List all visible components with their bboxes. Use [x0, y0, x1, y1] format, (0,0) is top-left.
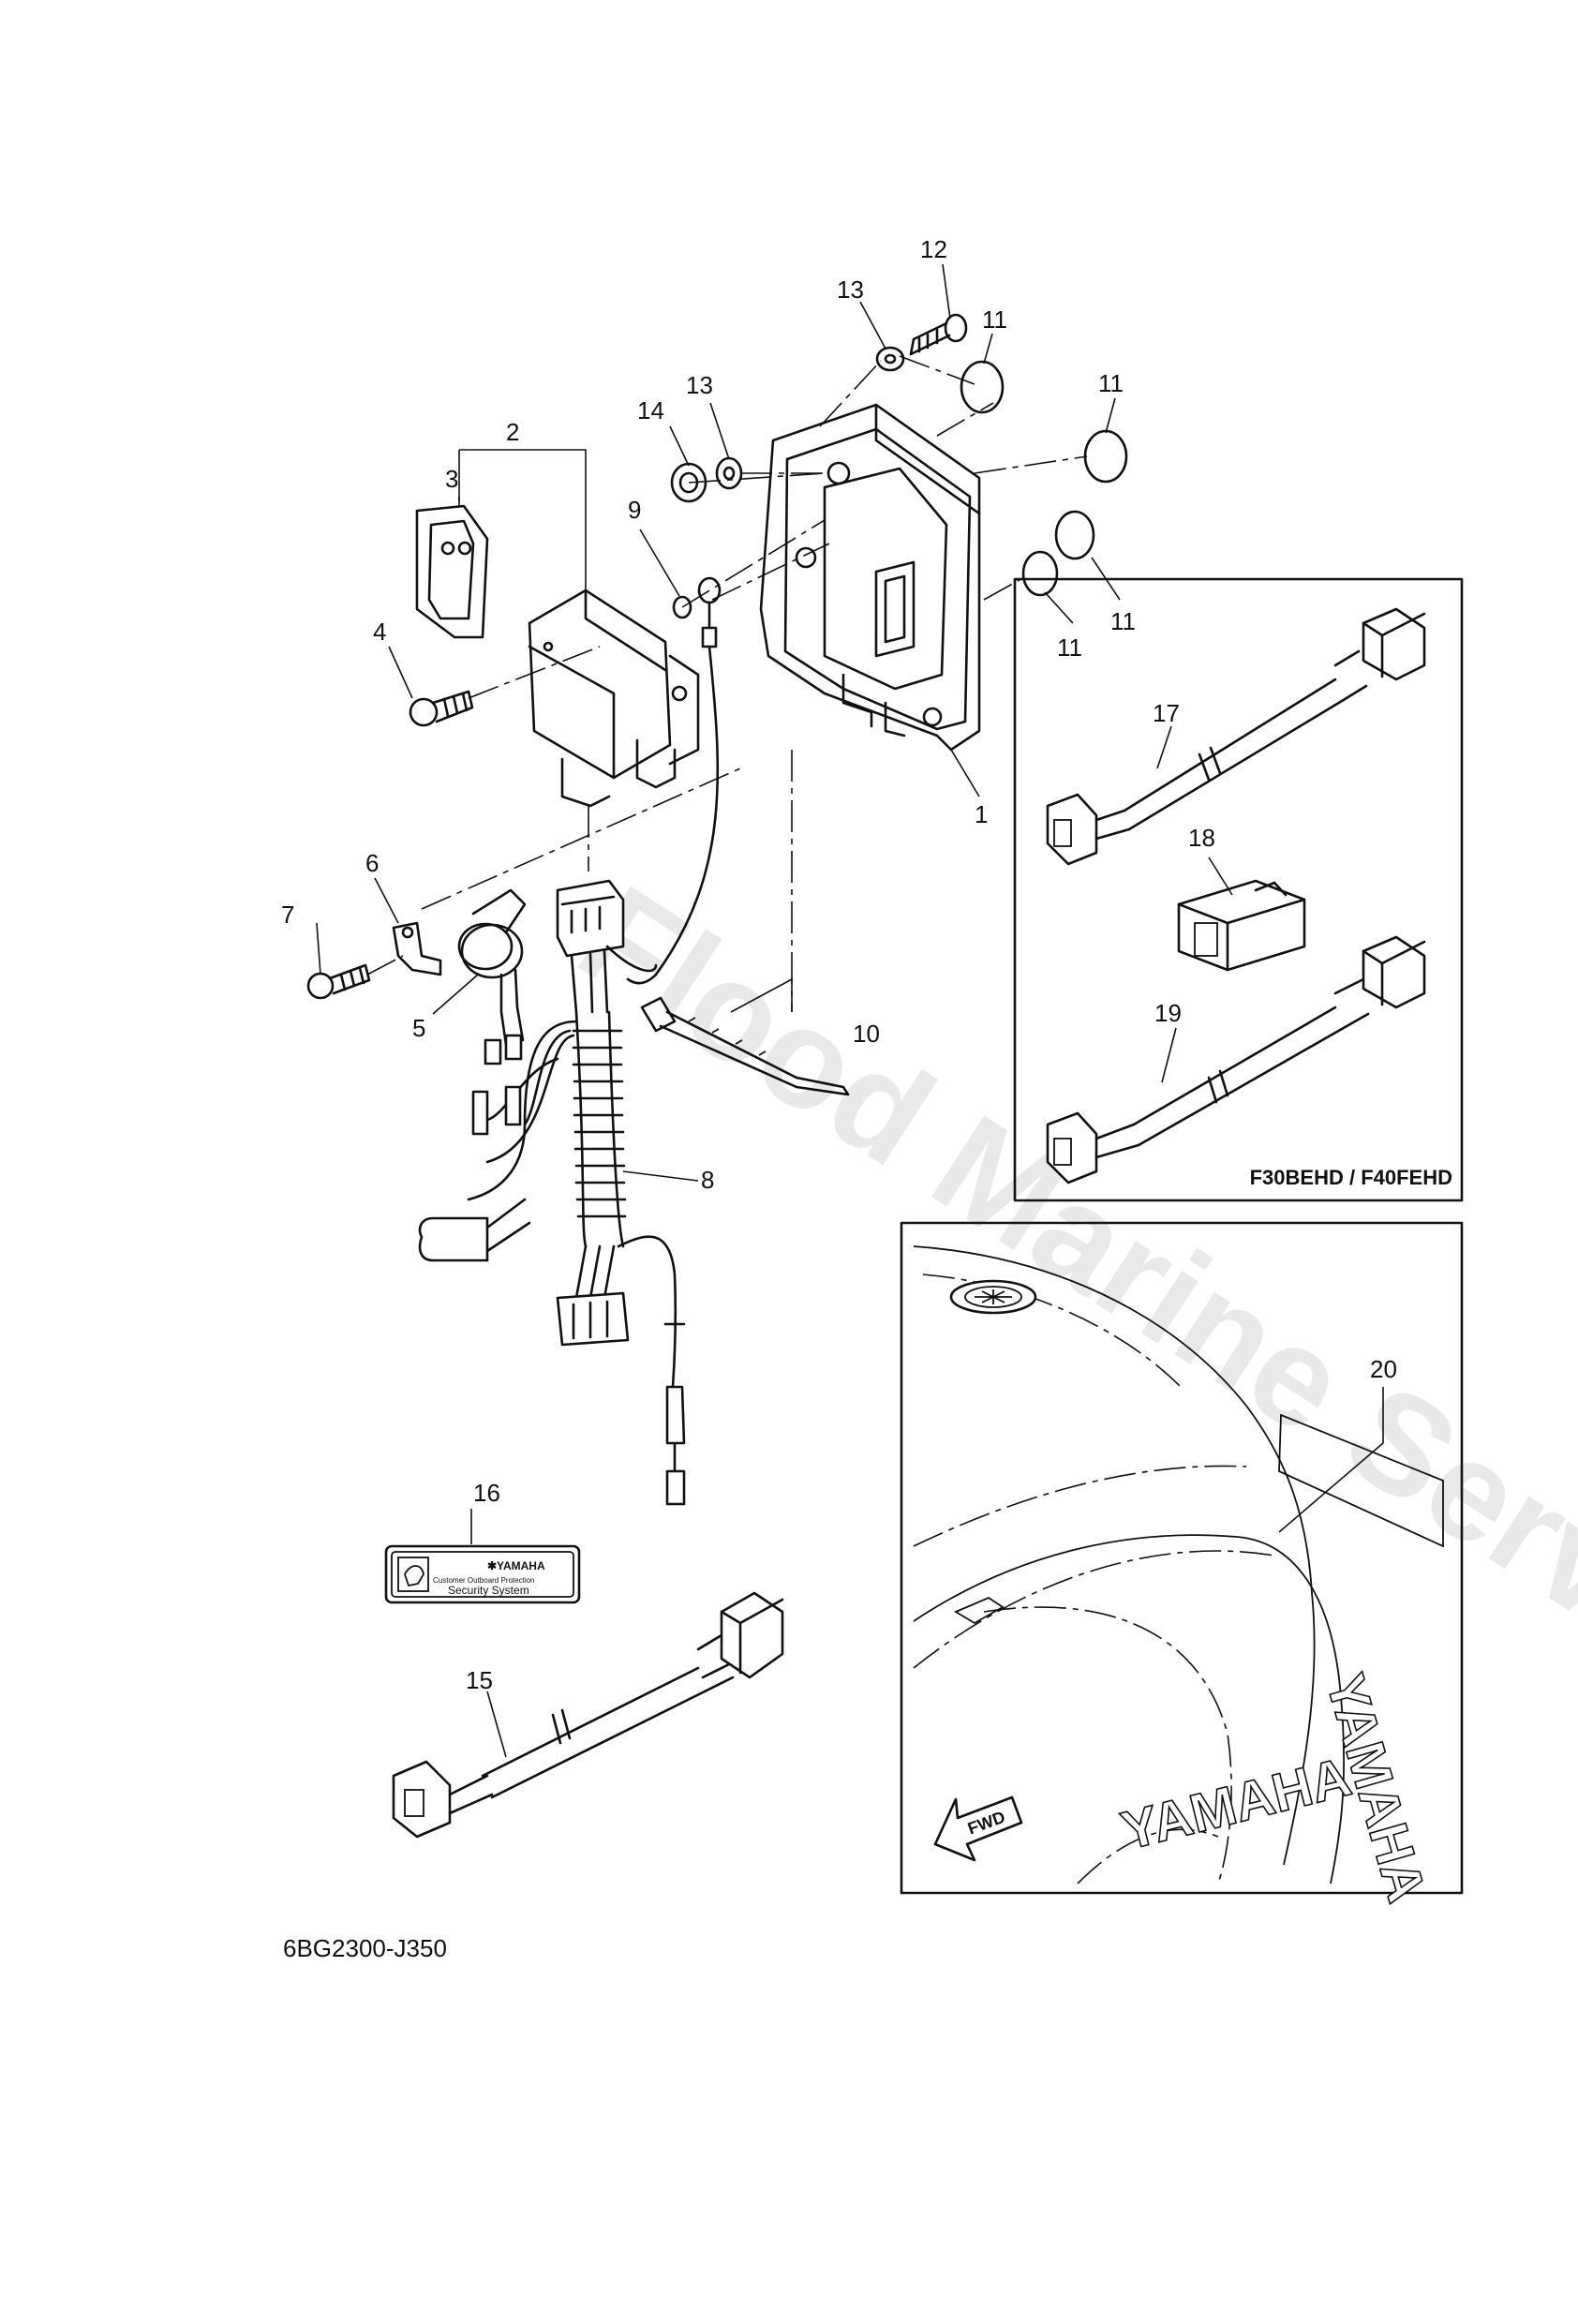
inset-variant-panel: F30BEHD / F40FEHD — [1013, 577, 1464, 1202]
svg-text:Security System: Security System — [448, 1584, 529, 1597]
inset-variant-label: F30BEHD / F40FEHD — [1250, 1166, 1452, 1189]
callout-2: 2 — [506, 418, 519, 446]
callout-11-d: 11 — [1110, 607, 1136, 635]
callout-17: 17 — [1153, 699, 1180, 727]
alignment-lines — [421, 355, 1088, 1012]
part-13-washer-b — [875, 346, 905, 372]
part-19-harness — [1046, 935, 1426, 1184]
ground-lead — [626, 576, 722, 985]
watermark: Flood Marine Services — [554, 856, 1578, 1800]
diagram-code: 6BG2300-J350 — [283, 1934, 447, 1962]
part-11-seal-a — [960, 360, 1005, 414]
fwd-arrow-icon: FWD — [933, 1795, 1023, 1862]
callout-20: 20 — [1370, 1355, 1397, 1383]
part-7-screw — [306, 955, 404, 1000]
callout-numbers: 1 2 3 4 5 6 7 8 9 10 11 11 11 11 12 13 1… — [281, 235, 1397, 1694]
callout-3: 3 — [445, 465, 458, 493]
part-11-seal-c — [1021, 550, 1059, 597]
part-15-extension-harness — [392, 1591, 784, 1839]
callout-11-b: 11 — [1098, 369, 1124, 397]
callout-8: 8 — [701, 1166, 714, 1194]
svg-text:✱YAMAHA: ✱YAMAHA — [487, 1559, 545, 1572]
part-5-buzzer — [457, 888, 527, 1065]
part-2-control-unit — [458, 449, 700, 808]
callout-5: 5 — [412, 1014, 425, 1042]
part-18-connector — [1177, 879, 1306, 972]
callout-leaders — [316, 263, 1233, 1758]
callout-6: 6 — [365, 849, 379, 877]
part-17-harness — [1046, 607, 1426, 866]
callout-1: 1 — [975, 800, 988, 828]
part-1-housing-bracket — [759, 403, 981, 797]
callout-4: 4 — [373, 618, 386, 646]
cowling-yamaha-lettering: YAMAHA YAMAHA — [1115, 1667, 1438, 1910]
part-4-screw — [409, 646, 601, 727]
callout-13-b: 13 — [686, 371, 713, 399]
part-10-cable-tie — [640, 977, 850, 1096]
part-11-seal-d — [1054, 510, 1095, 560]
part-13-washer-a — [715, 456, 743, 490]
part-16-security-decal: ✱YAMAHA Customer Outboard Protection Sec… — [384, 1544, 581, 1604]
part-8-wiring-harness — [418, 879, 686, 1506]
callout-15: 15 — [466, 1666, 493, 1694]
callout-11-c: 11 — [1057, 633, 1082, 662]
callout-7: 7 — [281, 901, 294, 929]
callout-12: 12 — [920, 235, 947, 263]
part-12-screw — [909, 313, 968, 356]
callout-19: 19 — [1154, 999, 1182, 1027]
callout-14: 14 — [637, 396, 664, 425]
part-6-bracket — [392, 921, 442, 976]
part-3-cover — [415, 504, 489, 639]
callout-18: 18 — [1188, 824, 1215, 852]
callout-10: 10 — [853, 1020, 880, 1048]
callout-11-a: 11 — [982, 305, 1007, 334]
callout-9: 9 — [628, 496, 641, 524]
part-20-label-decal — [1278, 1387, 1444, 1548]
svg-text:Flood Marine Services: Flood Marine Services — [554, 856, 1578, 1800]
part-11-seal-b — [1083, 429, 1128, 484]
svg-text:YAMAHA: YAMAHA — [1115, 1746, 1357, 1861]
callout-16: 16 — [473, 1479, 500, 1507]
part-9-grommet — [672, 595, 692, 619]
callout-13-a: 13 — [837, 276, 864, 304]
svg-text:Customer Outboard Protection: Customer Outboard Protection — [433, 1576, 535, 1585]
